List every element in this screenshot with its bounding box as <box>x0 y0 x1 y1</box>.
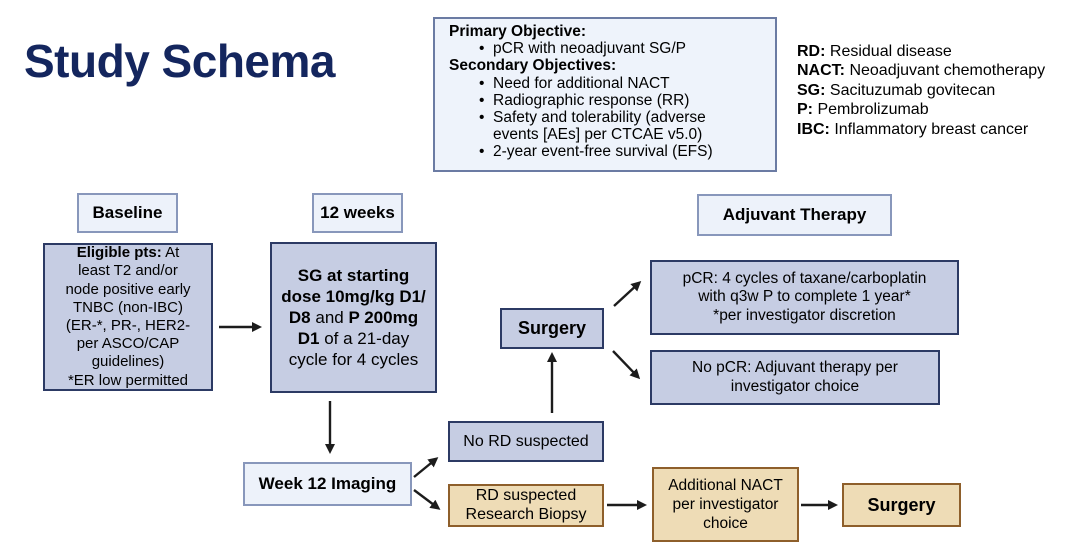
legend-item: P: Pembrolizumab <box>797 101 929 119</box>
pcr-adjuvant-box: pCR: 4 cycles of taxane/carboplatin with… <box>650 260 959 335</box>
arrow-surgery-to-no-pcr <box>612 350 641 380</box>
bullet-icon: • <box>479 91 485 109</box>
bullet-icon: • <box>479 143 485 161</box>
arrow-surgery-to-pcr <box>613 280 642 307</box>
objective-bullet-text: Radiographic response (RR) <box>493 91 690 109</box>
legend-abbr: RD: <box>797 43 826 60</box>
rd-suspected-biopsy-box: RD suspected Research Biopsy <box>448 484 604 527</box>
objective-bullet-text: Safety and tolerability (adverse events … <box>493 109 706 144</box>
header-baseline: Baseline <box>77 193 178 233</box>
objective-bullet: • Safety and tolerability (adverse events… <box>479 109 767 143</box>
legend-item: RD: Residual disease <box>797 43 952 60</box>
surgery-box: Surgery <box>500 308 604 349</box>
legend-abbr: P: <box>797 101 813 119</box>
objective-bullet: • 2-year event-free survival (EFS) <box>479 143 767 160</box>
no-pcr-adjuvant-box: No pCR: Adjuvant therapy per investigato… <box>650 350 940 405</box>
header-adjuvant-therapy: Adjuvant Therapy <box>697 194 892 236</box>
page-title: Study Schema <box>24 35 336 87</box>
objective-bullet: • pCR with neoadjuvant SG/P <box>479 40 767 57</box>
surgery-after-nact-box: Surgery <box>842 483 961 527</box>
bullet-icon: • <box>479 40 485 58</box>
eligible-patients-box: Eligible pts: At least T2 and/or node po… <box>43 243 213 391</box>
no-rd-suspected-box: No RD suspected <box>448 421 604 462</box>
legend-abbr: NACT: <box>797 62 845 80</box>
objective-bullet: • Radiographic response (RR) <box>479 92 767 109</box>
objectives-box: Primary Objective:•pCR with neoadjuvant … <box>433 17 777 172</box>
objective-bullet-text: 2-year event-free survival (EFS) <box>493 143 713 161</box>
legend-item: SG: Sacituzumab govitecan <box>797 81 996 99</box>
box-text: SG at starting dose 10mg/kg D1/ D8 and P… <box>281 266 426 369</box>
objective-bullet-text: Need for additional NACT <box>493 74 670 92</box>
sg-treatment-box: SG at starting dose 10mg/kg D1/ D8 and P… <box>270 242 437 393</box>
box-text: Eligible pts: At least T2 and/or node po… <box>65 244 191 389</box>
legend-item: IBC: Inflammatory breast cancer <box>797 120 1029 138</box>
objective-heading: Primary Objective: <box>449 23 586 40</box>
bullet-icon: • <box>479 109 485 127</box>
arrow-week12-to-no-rd <box>413 457 439 478</box>
objective-bullet: • Need for additional NACT <box>479 75 767 92</box>
bullet-icon: • <box>479 74 485 92</box>
objective-heading: Secondary Objectives: <box>449 57 617 75</box>
legend-abbr: SG: <box>797 81 826 99</box>
week-12-imaging-box: Week 12 Imaging <box>243 462 412 506</box>
arrow-week12-to-rd-suspected <box>413 489 441 510</box>
header-12-weeks: 12 weeks <box>312 193 403 233</box>
additional-nact-box: Additional NACT per investigator choice <box>652 467 799 542</box>
objective-bullet-text: pCR with neoadjuvant SG/P <box>493 40 686 58</box>
legend-item: NACT: Neoadjuvant chemotherapy <box>797 62 1046 80</box>
legend-abbr: IBC: <box>797 120 830 138</box>
